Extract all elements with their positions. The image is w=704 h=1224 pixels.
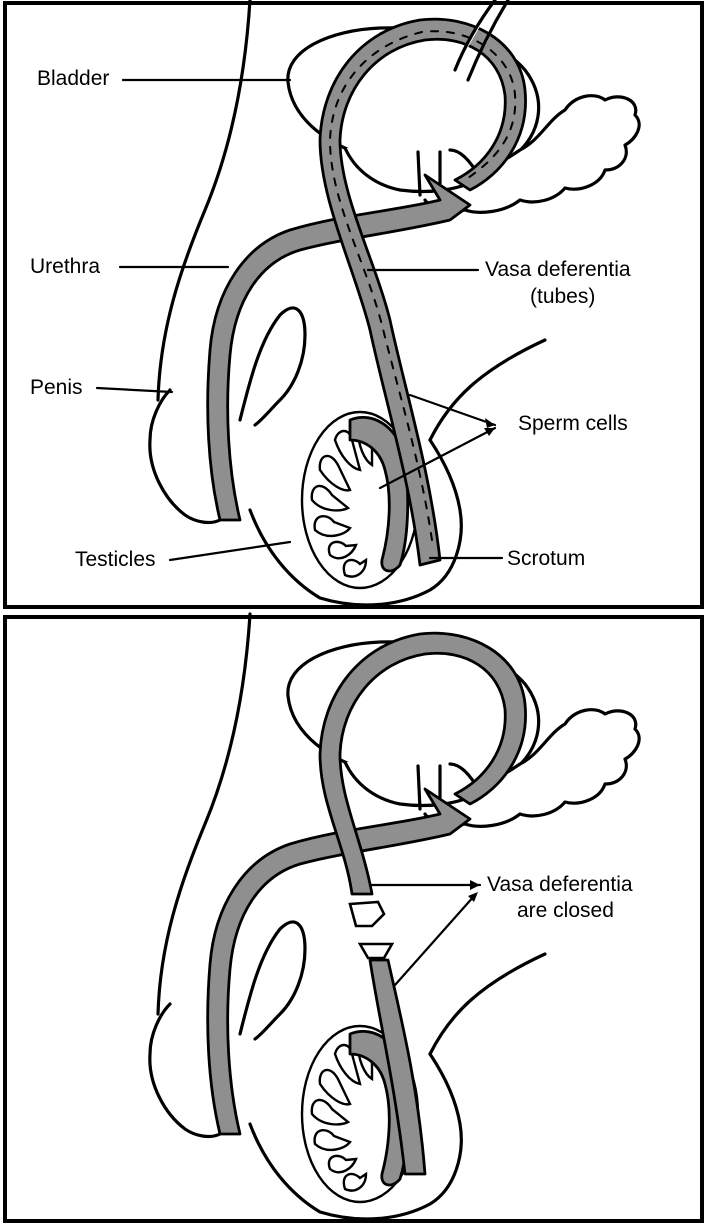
arrowhead-closed-upper <box>470 880 480 890</box>
label-vasa-deferentia-line1: Vasa deferentia <box>485 258 631 281</box>
leader-sperm-cells-1 <box>410 395 495 425</box>
label-testicles: Testicles <box>75 548 156 571</box>
label-bladder: Bladder <box>37 67 109 90</box>
label-vasa-deferentia-line2: (tubes) <box>530 285 595 308</box>
label-vasa-closed-line1: Vasa deferentia <box>487 873 633 896</box>
top-panel: Bladder Urethra Penis Vasa deferentia (t… <box>5 0 702 607</box>
leader-penis <box>97 388 172 392</box>
label-scrotum: Scrotum <box>507 547 585 570</box>
arrowhead-sperm-1 <box>485 418 495 428</box>
label-sperm-cells: Sperm cells <box>518 412 628 435</box>
label-vasa-closed-line2: are closed <box>517 899 614 922</box>
upper-cut-tie <box>350 902 384 926</box>
lower-cut-tie <box>360 944 392 958</box>
bottom-panel: Vasa deferentia are closed <box>5 614 702 1221</box>
leader-closed-lower <box>395 895 475 985</box>
label-urethra: Urethra <box>30 255 100 278</box>
label-penis: Penis <box>30 376 83 399</box>
